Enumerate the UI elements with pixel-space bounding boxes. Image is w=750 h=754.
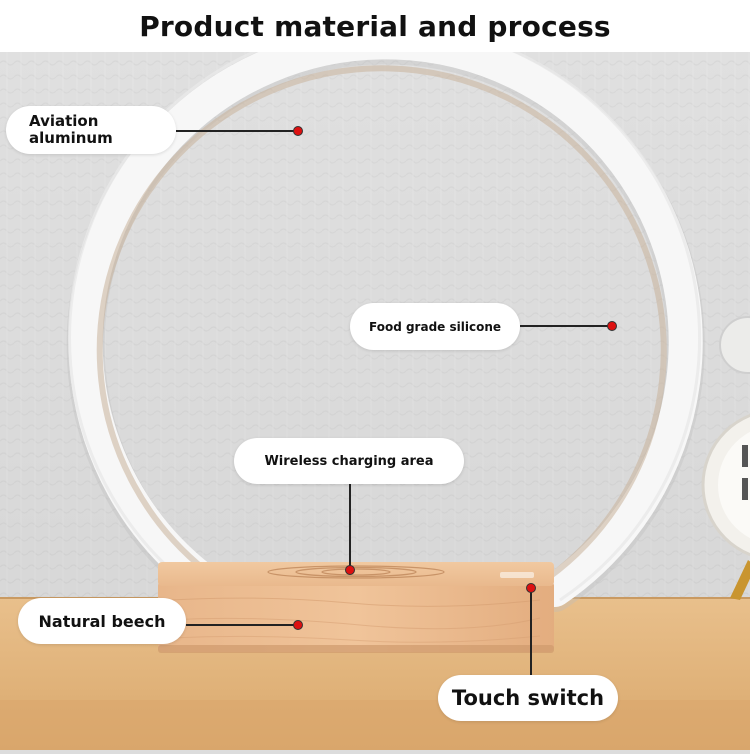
alarm-clock-decoration	[701, 316, 750, 600]
marker-dot	[293, 126, 303, 136]
wooden-base	[158, 562, 554, 653]
callout-natural-beech: Natural beech	[18, 598, 186, 644]
leader-line	[186, 624, 298, 626]
callout-aviation-aluminum: Aviation aluminum	[6, 106, 176, 154]
leader-line	[520, 325, 612, 327]
callout-label: Aviation aluminum	[29, 112, 113, 147]
page-title: Product material and process	[0, 0, 750, 52]
callout-label: Food grade silicone	[369, 319, 501, 334]
leader-line	[349, 484, 351, 570]
callout-food-grade-silicone: Food grade silicone	[350, 303, 520, 350]
marker-dot	[526, 583, 536, 593]
callout-touch-switch: Touch switch	[438, 675, 618, 721]
marker-dot	[345, 565, 355, 575]
callout-label: Touch switch	[451, 686, 605, 710]
leader-line	[530, 588, 532, 676]
leader-line	[176, 130, 298, 132]
marker-dot	[293, 620, 303, 630]
callout-label: Natural beech	[38, 611, 166, 631]
marker-dot	[607, 321, 617, 331]
callout-label: Wireless charging area	[264, 453, 434, 469]
callout-wireless-charging-area: Wireless charging area	[234, 438, 464, 484]
